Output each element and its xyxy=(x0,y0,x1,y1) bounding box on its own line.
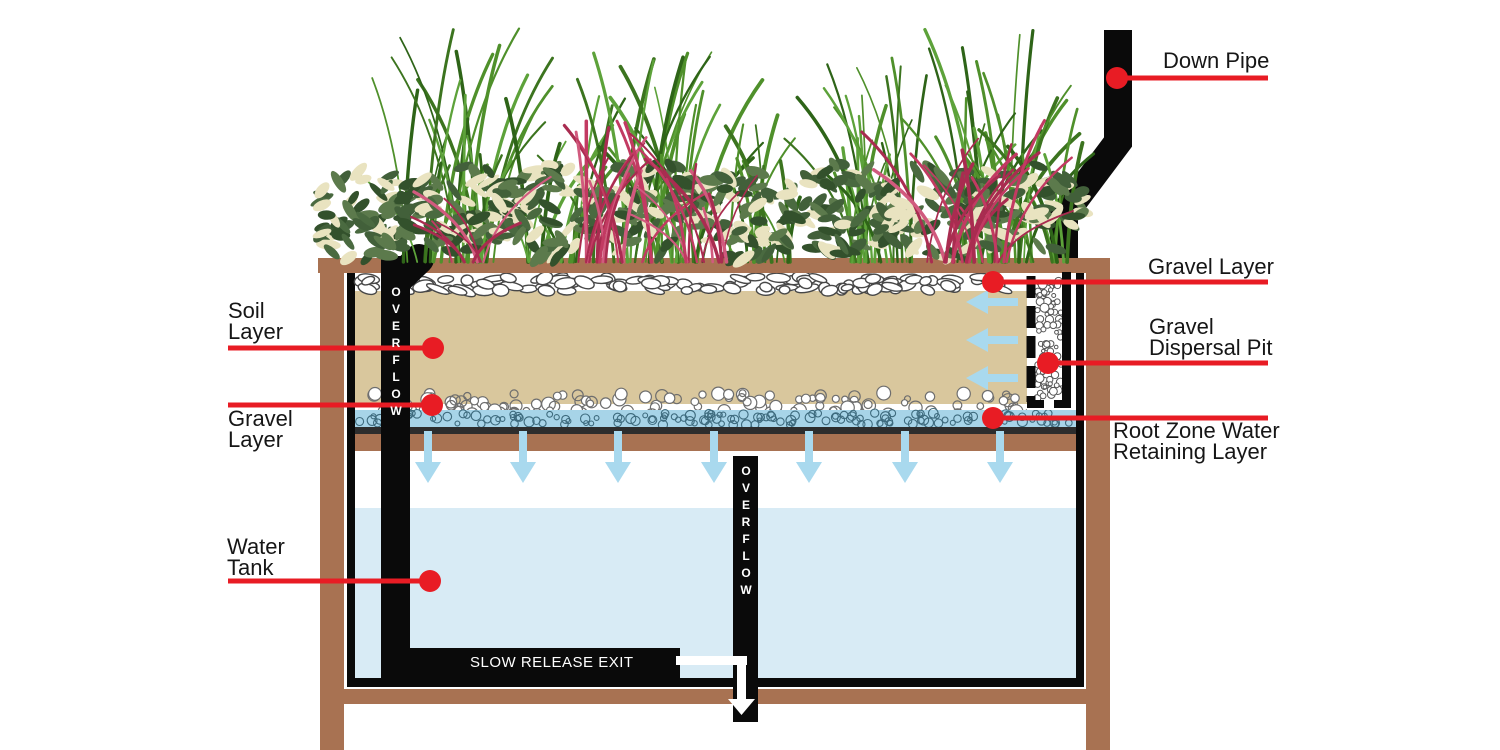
label-down-pipe: Down Pipe xyxy=(1163,48,1270,73)
down-arrow xyxy=(892,431,918,483)
flow-channel-horizontal xyxy=(676,656,747,665)
liner-bottom xyxy=(347,678,1084,687)
planter-frame xyxy=(320,258,1110,750)
overflow-text-middle: OVERFLOW xyxy=(739,464,753,600)
bottom-board xyxy=(332,689,1098,704)
gravel-dispersal-pit xyxy=(1026,272,1076,410)
pipe-vertical xyxy=(381,256,410,678)
retaining-layer-stones xyxy=(355,407,1073,431)
overflow-pipe-middle xyxy=(676,456,758,722)
down-arrow xyxy=(796,431,822,483)
plants xyxy=(310,27,1096,268)
bed-base-membrane xyxy=(355,427,1076,434)
soil-layer-block xyxy=(355,291,1027,404)
tank-liner xyxy=(347,273,1084,687)
label-gravel-dispersal-pit: Gravel Dispersal Pit xyxy=(1149,314,1273,360)
left-arrow xyxy=(966,328,1018,352)
down-arrow xyxy=(701,431,727,483)
down-arrow xyxy=(510,431,536,483)
callout-dot-dispersal-pit xyxy=(1037,352,1059,374)
label-water-tank: Water Tank xyxy=(227,534,285,580)
pit-wall-solid xyxy=(1062,272,1071,408)
liner-right xyxy=(1076,273,1084,687)
label-root-zone: Root Zone Water Retaining Layer xyxy=(1113,418,1280,464)
callout-dot-water-tank xyxy=(419,570,441,592)
slow-release-exit-text: SLOW RELEASE EXIT xyxy=(470,654,634,671)
callout-dot-gravel-top xyxy=(982,271,1004,293)
down-arrow xyxy=(605,431,631,483)
left-leg xyxy=(320,258,344,750)
flow-channel-arrowhead xyxy=(728,699,755,715)
callout-dot-soil xyxy=(422,337,444,359)
water-flow-arrows xyxy=(415,290,1018,483)
overflow-text-left: OVERFLOW xyxy=(389,285,403,421)
label-gravel-layer-top: Gravel Layer xyxy=(1148,254,1274,279)
liner-left xyxy=(347,273,355,687)
right-leg xyxy=(1086,258,1110,750)
label-soil-layer: Soil Layer xyxy=(228,298,284,344)
callout-dot-root-zone xyxy=(982,407,1004,429)
down-arrow xyxy=(415,431,441,483)
callout-dot-down-pipe xyxy=(1106,67,1128,89)
down-arrow xyxy=(987,431,1013,483)
callout-dot-gravel-left xyxy=(421,394,443,416)
label-gravel-layer-left: Gravel Layer xyxy=(228,406,293,452)
callout-lines xyxy=(228,67,1268,592)
flow-channel-vertical xyxy=(737,656,746,701)
overflow-pipe-left xyxy=(381,244,680,678)
left-arrow xyxy=(966,366,1018,390)
left-arrow xyxy=(966,290,1018,314)
slow-release-pipe xyxy=(381,648,680,678)
